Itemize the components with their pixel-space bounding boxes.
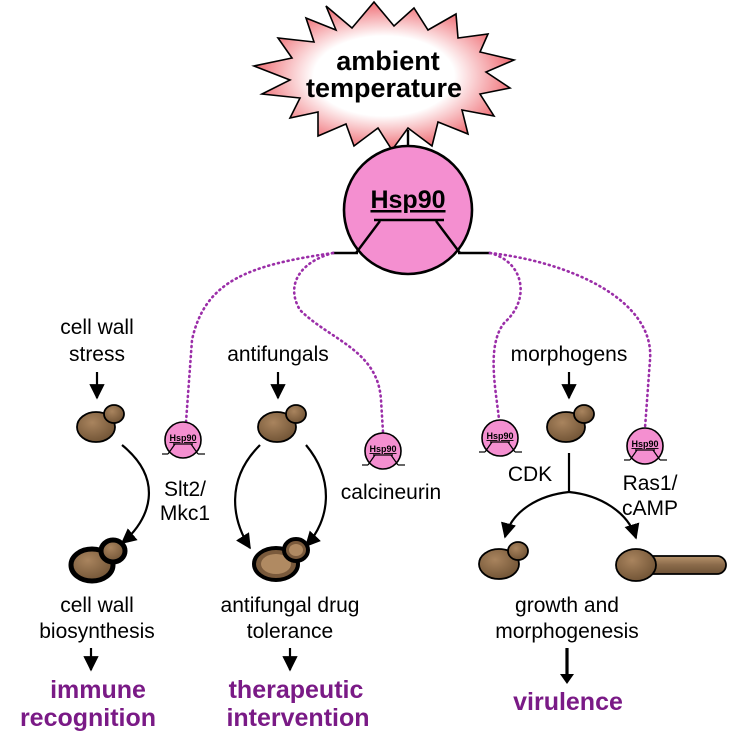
ambient-temperature-burst: ambient temperature: [251, 0, 517, 152]
outcome-virulence: virulence: [513, 688, 623, 716]
cell-wall-input-line1: cell wall: [60, 316, 134, 339]
mini-hsp90-label: Hsp90: [169, 433, 196, 443]
mini-hsp90-label: Hsp90: [631, 439, 658, 449]
outcome-therapeutic-line1: therapeutic: [229, 676, 364, 704]
mini-hsp90-slt2: Hsp90: [162, 421, 205, 459]
outcome-therapeutic-line2: intervention: [226, 704, 369, 732]
mini-hsp90-label: Hsp90: [369, 444, 396, 454]
hsp90-hub: Hsp90: [333, 144, 490, 276]
morphogen-input: morphogens: [511, 343, 628, 366]
stimulus-line1: ambient: [336, 46, 440, 76]
link-ras1: [488, 251, 652, 430]
mini-hsp90-cdk: Hsp90: [479, 419, 522, 457]
link-calcineurin: [292, 251, 385, 434]
dotted-links: [184, 251, 652, 434]
branch-antifungal: antifungals antifungal drug tolerance th…: [221, 343, 442, 732]
stimulus-line2: temperature: [306, 73, 462, 103]
antifungal-result-line2: tolerance: [247, 620, 333, 643]
mediator-cdk: CDK: [508, 463, 552, 486]
link-cdk: [488, 251, 522, 422]
branch-cell-wall: cell wall stress cell wall biosynthesis …: [20, 316, 210, 732]
link-slt2: [184, 251, 335, 424]
mini-hsp90-label: Hsp90: [486, 431, 513, 441]
antifungal-input: antifungals: [227, 343, 329, 366]
yeast-cell-icon: [76, 404, 125, 443]
tolerant-cell-icon: [252, 537, 310, 582]
antifungal-result-line1: antifungal drug: [221, 594, 360, 617]
yeast-cell-icon: [546, 404, 595, 443]
mediator-ras1-line1: Ras1/: [623, 472, 678, 495]
yeast-cell-icon: [257, 404, 307, 443]
mini-hsp90-ras1: Hsp90: [624, 427, 667, 465]
yeast-cell-icon: [478, 541, 529, 580]
outcome-immune-line2: recognition: [20, 704, 156, 732]
mediator-ras1-line2: cAMP: [622, 497, 678, 520]
cell-wall-result-line1: cell wall: [60, 594, 134, 617]
morphogen-result-line2: morphogenesis: [495, 620, 639, 643]
mini-hsp90-calcineurin: Hsp90: [362, 432, 405, 470]
cell-wall-result-line2: biosynthesis: [39, 620, 155, 643]
mediator-slt2-line2: Mkc1: [160, 502, 210, 525]
hyphal-cell-icon: [615, 548, 727, 582]
morphogen-result-line1: growth and: [515, 594, 619, 617]
mediator-slt2-line1: Slt2/: [164, 478, 206, 501]
burst-shape: [251, 0, 517, 152]
cell-wall-input-line2: stress: [69, 343, 125, 366]
outcome-immune-line1: immune: [50, 676, 146, 704]
thick-wall-cell-icon: [68, 537, 128, 584]
hsp90-hub-circle: [342, 144, 474, 276]
mediator-calcineurin: calcineurin: [341, 481, 441, 504]
hsp90-hub-label: Hsp90: [370, 186, 445, 214]
branch-morphogen: morphogens growth and morphogenesis viru…: [478, 343, 727, 716]
